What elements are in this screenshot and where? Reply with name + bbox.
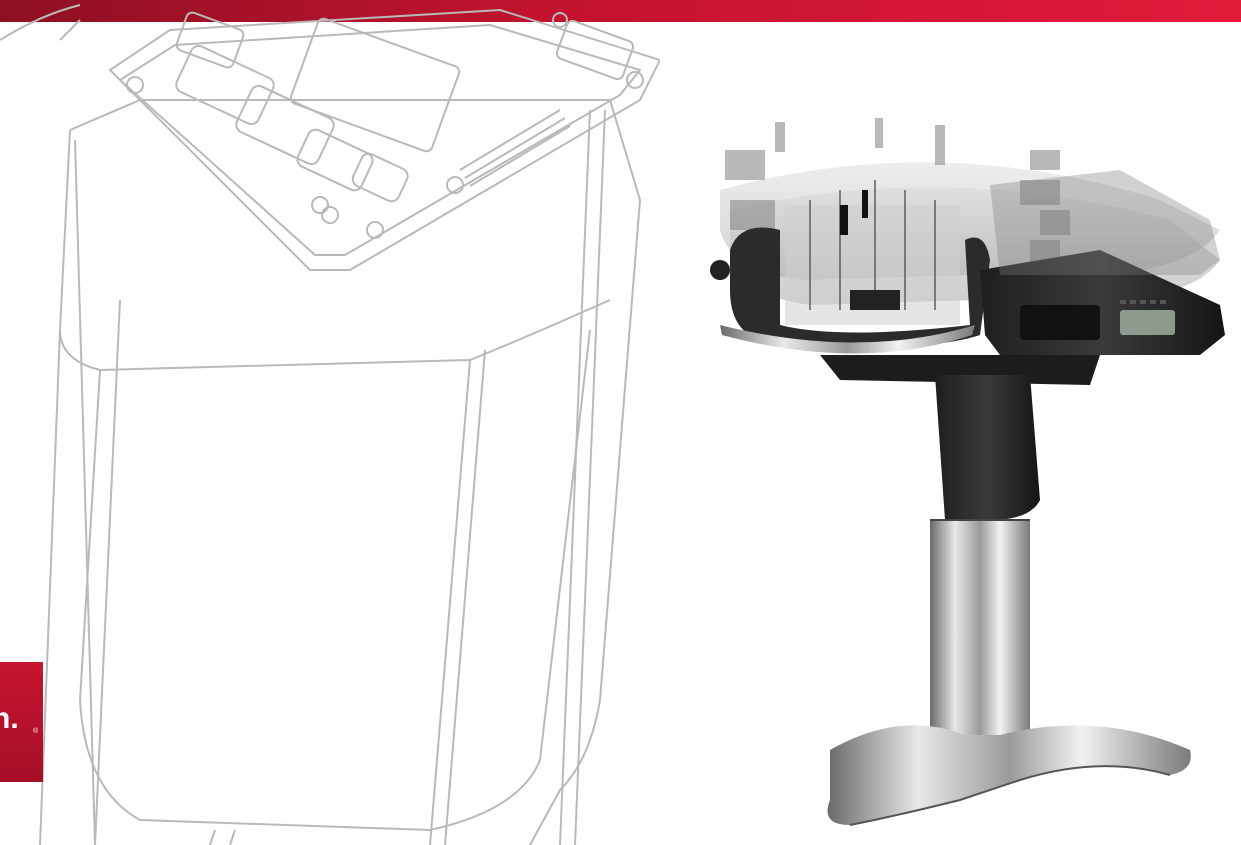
brand-logo-fragment: n. — [0, 702, 19, 735]
registered-mark: ® — [33, 728, 39, 735]
machine-line-drawing — [0, 4, 660, 845]
brand-side-tab: n. ® — [0, 662, 43, 782]
brand-header-bar — [0, 0, 1241, 22]
stringing-machine-photo — [710, 118, 1225, 826]
